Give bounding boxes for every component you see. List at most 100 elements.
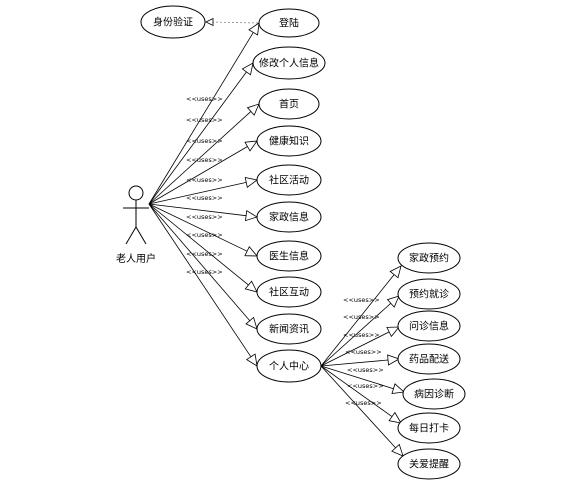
assoc-housekeeping-booking-line xyxy=(320,274,395,367)
actor-head xyxy=(128,185,144,201)
assoc-doctor-info-uses-label: <<uses>> xyxy=(186,194,223,202)
use-case-housekeeping-info-label: 家政信息 xyxy=(269,211,309,224)
use-case-care-reminder: 关爱提醒 xyxy=(397,448,461,480)
assoc-news-uses-label: <<uses>> xyxy=(186,231,223,239)
use-case-daily-checkin: 每日打卡 xyxy=(397,412,461,444)
use-case-doctor-info: 医生信息 xyxy=(256,240,322,272)
assoc-doctor-info-line xyxy=(148,203,248,252)
assoc-edit-profile-line xyxy=(148,71,247,205)
assoc-home-arrowhead xyxy=(246,103,260,116)
use-case-community-interaction: 社区互动 xyxy=(256,276,322,308)
use-case-appointment: 预约就诊 xyxy=(397,278,461,310)
assoc-community-activities-uses-label: <<uses>> xyxy=(186,156,223,164)
use-case-home-ellipse xyxy=(258,88,320,120)
use-case-personal-center-label: 个人中心 xyxy=(269,360,309,373)
assoc-health-knowledge-arrowhead xyxy=(244,140,258,152)
personal-center-use-cases: 家政预约 预约就诊 问诊信息 药品配送 病因诊断 每日打卡 关爱提醒 xyxy=(397,242,466,480)
assoc-consultation-info-line xyxy=(320,331,390,367)
use-case-diagnosis-label: 病因诊断 xyxy=(414,388,454,401)
use-case-edit-profile-label: 修改个人信息 xyxy=(259,57,319,70)
assoc-diagnosis-uses-label: <<uses>> xyxy=(347,366,384,374)
use-case-doctor-info-label: 医生信息 xyxy=(269,250,309,263)
use-case-news-ellipse xyxy=(256,313,322,345)
use-case-community-activities: 社区活动 xyxy=(256,164,322,196)
assoc-community-interaction-arrowhead xyxy=(244,280,258,293)
use-case-medicine-delivery-ellipse xyxy=(397,343,461,375)
use-case-health-knowledge-ellipse xyxy=(256,125,322,157)
assoc-login-line xyxy=(148,32,254,205)
use-case-medicine-delivery-label: 药品配送 xyxy=(409,353,449,366)
use-case-daily-checkin-label: 每日打卡 xyxy=(409,422,449,435)
use-case-housekeeping-info-ellipse xyxy=(256,201,322,233)
assoc-home-uses-label: <<uses>> xyxy=(186,116,223,124)
assoc-community-interaction-uses-label: <<uses>> xyxy=(186,213,223,221)
assoc-housekeeping-info-line xyxy=(148,203,247,217)
assoc-diagnosis-line xyxy=(320,365,394,390)
assoc-edit-profile-arrowhead xyxy=(241,62,254,76)
use-case-care-reminder-ellipse xyxy=(397,448,461,480)
assoc-consultation-info-uses-label: <<uses>> xyxy=(343,331,380,339)
use-case-auth-ellipse xyxy=(140,5,206,39)
use-case-edit-profile: 修改个人信息 xyxy=(252,46,326,80)
assoc-consultation-info-arrowhead xyxy=(386,326,400,338)
use-case-community-interaction-ellipse xyxy=(256,276,322,308)
assoc-news-line xyxy=(148,203,251,321)
personal-center-associations: <<uses>> <<uses>> <<uses>> <<uses>> <<uses>>… xyxy=(320,265,405,457)
use-case-news: 新闻资讯 xyxy=(256,313,322,345)
actor-right-leg xyxy=(135,226,147,245)
assoc-news-arrowhead xyxy=(245,316,258,330)
use-case-login-label: 登陆 xyxy=(279,17,299,30)
use-case-doctor-info-ellipse xyxy=(256,240,322,272)
actor-elderly-user: 老人用户 xyxy=(116,185,156,265)
use-case-daily-checkin-ellipse xyxy=(397,412,461,444)
use-case-home-label: 首页 xyxy=(279,98,299,111)
use-case-housekeeping-booking: 家政预约 xyxy=(397,242,461,274)
use-case-diagnosis-ellipse xyxy=(402,378,466,410)
use-case-appointment-label: 预约就诊 xyxy=(409,288,449,301)
use-case-home: 首页 xyxy=(258,88,320,120)
assoc-edit-profile-uses-label: <<uses>> xyxy=(186,95,223,103)
assoc-medicine-delivery-uses-label: <<uses>> xyxy=(345,348,382,356)
use-case-personal-center: 个人中心 xyxy=(256,349,322,383)
use-case-health-knowledge: 健康知识 xyxy=(256,125,322,157)
assoc-personal-center-uses-label: <<uses>> xyxy=(186,268,223,276)
actor-left-leg xyxy=(125,226,137,245)
assoc-health-knowledge-line xyxy=(148,146,248,205)
assoc-login-arrowhead xyxy=(248,22,260,36)
auth-dependency-arrowhead xyxy=(205,17,214,27)
use-case-medicine-delivery: 药品配送 xyxy=(397,343,461,375)
use-case-edit-profile-ellipse xyxy=(252,46,326,80)
use-case-community-interaction-label: 社区互动 xyxy=(269,286,309,299)
use-case-auth-label: 身份验证 xyxy=(153,16,193,29)
main-associations: <<uses>> <<uses>> <<uses>> <<uses>> <<uses>>… xyxy=(148,22,260,367)
assoc-daily-checkin-arrowhead xyxy=(388,411,402,424)
use-case-login: 登陆 xyxy=(258,8,320,38)
assoc-health-knowledge-uses-label: <<uses>> xyxy=(186,137,223,145)
use-case-community-activities-label: 社区活动 xyxy=(269,174,309,187)
use-case-housekeeping-booking-label: 家政预约 xyxy=(409,252,449,265)
assoc-housekeeping-info-arrowhead xyxy=(245,210,258,222)
actor-label: 老人用户 xyxy=(116,252,156,265)
assoc-community-activities-line xyxy=(148,182,247,205)
assoc-home-line xyxy=(148,111,252,205)
use-case-health-knowledge-label: 健康知识 xyxy=(269,135,309,148)
use-case-auth: 身份验证 xyxy=(140,5,206,39)
assoc-personal-center-arrowhead xyxy=(245,353,258,367)
assoc-housekeeping-booking-uses-label: <<uses>> xyxy=(343,296,380,304)
assoc-housekeeping-info-uses-label: <<uses>> xyxy=(186,176,223,184)
assoc-appointment-uses-label: <<uses>> xyxy=(343,313,380,321)
assoc-housekeeping-booking-arrowhead xyxy=(389,265,402,279)
auth-dependency-line xyxy=(207,21,261,24)
use-case-diagnosis: 病因诊断 xyxy=(402,378,466,410)
use-case-housekeeping-info: 家政信息 xyxy=(256,201,322,233)
assoc-community-activities-arrowhead xyxy=(244,176,258,188)
assoc-care-reminder-arrowhead xyxy=(391,443,404,457)
assoc-community-interaction-line xyxy=(148,203,249,286)
assoc-daily-checkin-uses-label: <<uses>> xyxy=(347,382,384,390)
use-case-consultation-info-label: 问诊信息 xyxy=(409,320,449,333)
assoc-daily-checkin-line xyxy=(320,365,393,417)
use-case-care-reminder-label: 关爱提醒 xyxy=(409,458,449,471)
use-case-appointment-ellipse xyxy=(397,278,461,310)
use-case-housekeeping-booking-ellipse xyxy=(397,242,461,274)
